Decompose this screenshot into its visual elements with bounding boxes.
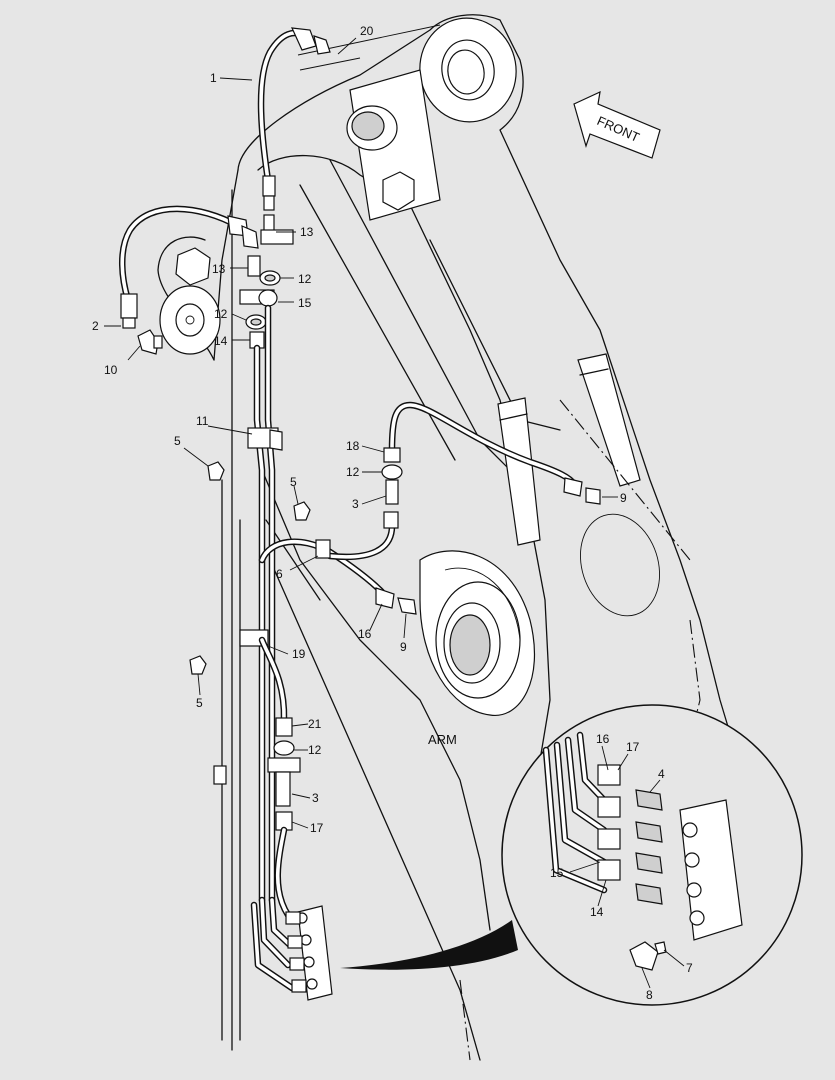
label-15b: 15 <box>550 866 564 880</box>
label-12a: 12 <box>298 272 312 286</box>
label-14b: 14 <box>590 905 604 919</box>
label-3b: 3 <box>312 791 319 805</box>
label-16a: 16 <box>358 627 372 641</box>
label-19: 19 <box>292 647 306 661</box>
label-5c: 5 <box>196 696 203 710</box>
label-12b: 12 <box>214 307 228 321</box>
label-9a: 9 <box>620 491 627 505</box>
hose-1 <box>257 27 331 211</box>
label-18: 18 <box>346 439 360 453</box>
label-1: 1 <box>210 71 217 85</box>
main-vertical-hoses <box>239 304 283 904</box>
label-7: 7 <box>686 961 693 975</box>
left-boss <box>159 247 221 355</box>
lower-hose <box>258 636 301 919</box>
leader-lines <box>104 37 685 989</box>
detail-view <box>340 704 803 1006</box>
hose-2 <box>119 205 259 329</box>
arm-edge-block <box>213 765 227 785</box>
label-14a: 14 <box>214 334 228 348</box>
hose-6 <box>258 522 417 615</box>
hose-18 <box>381 401 601 529</box>
label-12c: 12 <box>346 465 360 479</box>
label-21: 21 <box>308 717 322 731</box>
label-4: 4 <box>658 767 665 781</box>
arm-structure <box>157 14 736 1061</box>
label-11: 11 <box>196 414 209 428</box>
label-2: 2 <box>92 319 99 333</box>
arm-top-boss <box>297 17 517 221</box>
label-9b: 9 <box>400 640 407 654</box>
lower-boss <box>419 550 535 716</box>
label-10: 10 <box>104 363 118 377</box>
label-5a: 5 <box>174 434 181 448</box>
label-arm: ARM <box>428 732 457 747</box>
label-13b: 13 <box>212 262 226 276</box>
label-12d: 12 <box>308 743 322 757</box>
label-17a: 17 <box>310 821 324 835</box>
label-20: 20 <box>360 24 374 38</box>
label-16b: 16 <box>596 732 610 746</box>
label-3a: 3 <box>352 497 359 511</box>
label-15a: 15 <box>298 296 312 310</box>
bolts-and-elbows <box>137 329 311 675</box>
label-17b: 17 <box>626 740 640 754</box>
label-13a: 13 <box>300 225 314 239</box>
label-6: 6 <box>276 567 283 581</box>
label-8: 8 <box>646 988 653 1002</box>
manifold-block <box>250 896 333 1001</box>
label-5b: 5 <box>290 475 297 489</box>
front-arrow <box>573 90 661 159</box>
